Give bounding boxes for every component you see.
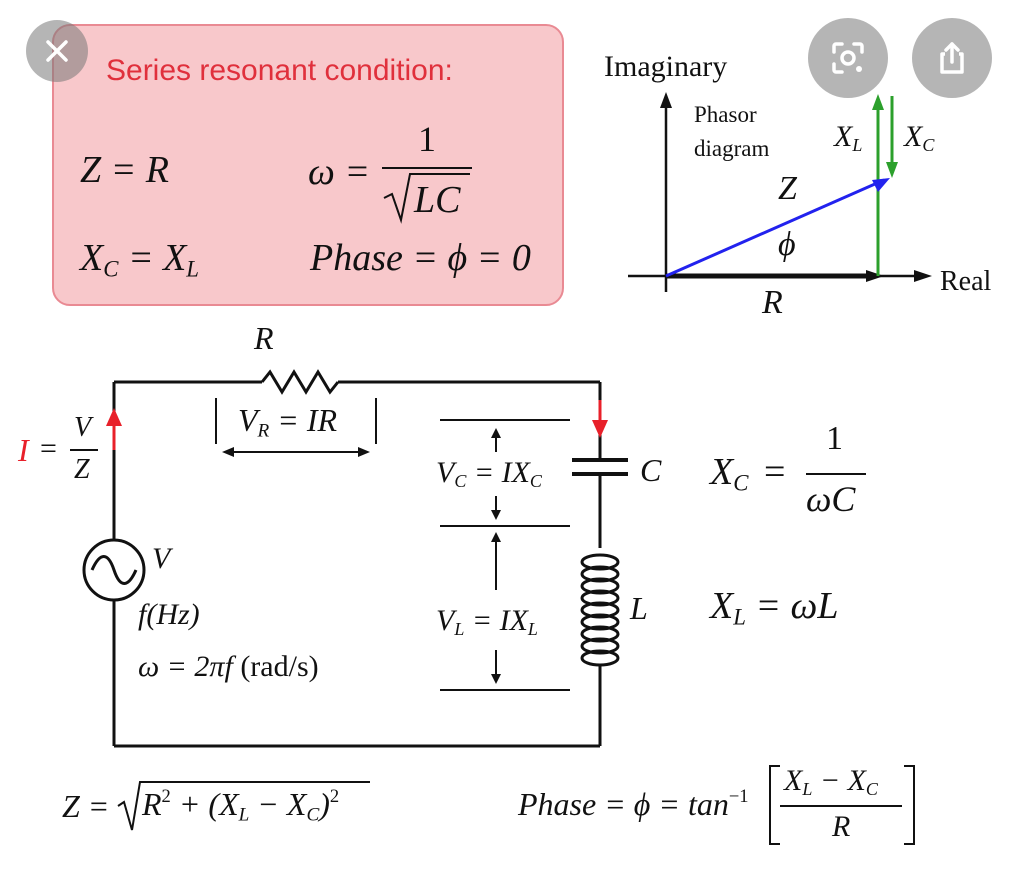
xl-formula: XL = ωL — [710, 585, 839, 630]
phasor-phi-label: ϕ — [778, 226, 796, 263]
current-denominator: Z — [74, 454, 90, 485]
xc-formula-numerator: 1 — [826, 420, 843, 457]
z-phasor — [665, 178, 885, 278]
z-formula-body: R2 + (XL − XC)2 — [142, 786, 340, 826]
current-label: I — [18, 432, 29, 468]
phase-formula-numerator: XL − XC — [784, 764, 878, 800]
inductor — [580, 553, 620, 667]
z-formula-sqrt — [117, 781, 370, 831]
xc-phasor-head — [886, 162, 898, 178]
xl-phasor-head — [872, 94, 884, 110]
phase-bracket-left — [769, 765, 780, 845]
current-equals: = — [40, 432, 57, 465]
omega-denominator: LC — [414, 179, 461, 221]
phase-equals-zero: Phase = ϕ = 0 — [310, 237, 531, 279]
resonance-title: Series resonant condition: — [106, 54, 453, 87]
ac-wave-icon — [90, 555, 138, 585]
real-label: Real — [940, 266, 992, 297]
imaginary-label: Imaginary — [604, 50, 728, 83]
xc-formula-lhs: XC — [710, 451, 749, 496]
phasor-title-line2: diagram — [694, 136, 770, 161]
phasor-r-label: R — [762, 284, 783, 321]
phasor-title-line1: Phasor — [694, 102, 757, 127]
lens-icon — [832, 42, 864, 74]
omega-numerator: 1 — [418, 119, 436, 159]
phasor-z-label: Z — [778, 170, 797, 207]
xc-equals-xl: XC = XL — [80, 237, 199, 282]
source-voltage-label: V — [152, 542, 171, 575]
phase-bracket-right — [904, 765, 915, 845]
phasor-xl-label: XL — [834, 120, 863, 156]
vl-label: VL = IXL — [436, 604, 538, 640]
phase-formula-denominator: R — [832, 810, 851, 843]
z-formula-lhs: Z = — [62, 788, 110, 824]
share-icon — [940, 42, 964, 74]
resistor — [260, 369, 340, 395]
omega-sqrt-sign — [383, 173, 470, 224]
lens-button[interactable] — [808, 18, 888, 98]
xc-formula-eq: = — [764, 451, 786, 493]
omega-lhs: ω = — [308, 151, 370, 193]
resistor-label: R — [254, 320, 274, 356]
z-phasor-head — [872, 178, 890, 192]
phasor-xc-label: XC — [904, 120, 935, 156]
frequency-label: f(Hz) — [138, 598, 200, 631]
imaginary-arrowhead — [660, 92, 672, 108]
current-arrowhead-right — [592, 420, 608, 438]
inductor-label: L — [630, 590, 648, 626]
current-arrowhead-left — [106, 408, 122, 426]
close-button[interactable] — [26, 20, 88, 82]
xc-formula-denominator: ωC — [806, 479, 856, 519]
phase-formula-lhs: Phase = ϕ = tan−1 — [518, 786, 749, 822]
capacitor-label: C — [640, 452, 662, 488]
omega-formula: ω = 2πf (rad/s) — [138, 650, 319, 683]
share-button[interactable] — [912, 18, 992, 98]
vr-label: VR = IR — [238, 402, 338, 442]
vc-label: VC = IXC — [436, 456, 542, 492]
close-icon — [46, 40, 68, 62]
current-numerator: V — [74, 412, 92, 443]
r-phasor-head — [866, 270, 884, 282]
resonance-condition-box: Series resonant condition: — [52, 24, 564, 306]
real-arrowhead — [914, 270, 932, 282]
z-equals-r: Z = R — [80, 149, 169, 191]
